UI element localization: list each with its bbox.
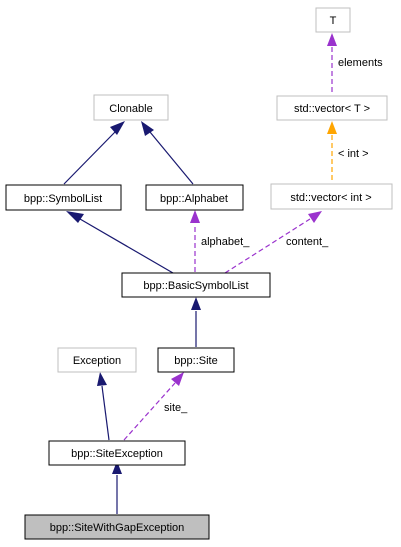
edge-siteexception-sitewithgap — [112, 461, 122, 514]
edge-label-site: site_ — [164, 402, 188, 414]
node-alphabet[interactable]: bpp::Alphabet — [145, 184, 244, 211]
node-basicsymbollist-label: bpp::BasicSymbolList — [143, 280, 248, 292]
edge-label-alphabet: alphabet_ — [201, 236, 250, 248]
node-std-vector-T[interactable]: std::vector< T > — [276, 95, 388, 121]
edge-clonable-symbollist — [63, 121, 125, 185]
node-basicsymbollist[interactable]: bpp::BasicSymbolList — [121, 272, 271, 298]
node-alphabet-label: bpp::Alphabet — [160, 193, 228, 205]
node-sitewithgapexception-label: bpp::SiteWithGapException — [50, 522, 185, 534]
node-symbollist[interactable]: bpp::SymbolList — [5, 184, 122, 211]
node-siteexception[interactable]: bpp::SiteException — [48, 440, 186, 466]
edge-clonable-alphabet — [141, 121, 194, 185]
node-std-vector-int[interactable]: std::vector< int > — [270, 183, 393, 210]
node-clonable[interactable]: Clonable — [93, 94, 169, 121]
edge-site — [123, 372, 184, 441]
node-exception-label: Exception — [73, 355, 121, 367]
node-exception[interactable]: Exception — [57, 347, 137, 373]
node-std-vector-T-label: std::vector< T > — [294, 103, 370, 115]
edge-label-elements: elements — [338, 57, 383, 69]
edge-label-content: content_ — [286, 236, 329, 248]
node-site[interactable]: bpp::Site — [157, 347, 235, 373]
edge-content — [224, 211, 322, 274]
node-T-label: T — [330, 15, 337, 27]
edge-symbollist-basicsymbollist — [66, 211, 174, 274]
node-symbollist-label: bpp::SymbolList — [24, 193, 102, 205]
edge-elements — [327, 33, 337, 95]
edge-template-int — [327, 121, 337, 183]
node-siteexception-label: bpp::SiteException — [71, 448, 163, 460]
edge-alphabet — [190, 210, 200, 272]
node-sitewithgapexception[interactable]: bpp::SiteWithGapException — [24, 514, 210, 540]
node-clonable-label: Clonable — [109, 103, 152, 115]
edge-basicsymbollist-site — [191, 297, 201, 347]
edge-label-int: < int > — [338, 148, 369, 160]
node-T[interactable]: T — [315, 7, 351, 33]
node-std-vector-int-label: std::vector< int > — [290, 192, 371, 204]
edge-exception-siteexception — [97, 372, 110, 441]
node-site-label: bpp::Site — [174, 355, 217, 367]
